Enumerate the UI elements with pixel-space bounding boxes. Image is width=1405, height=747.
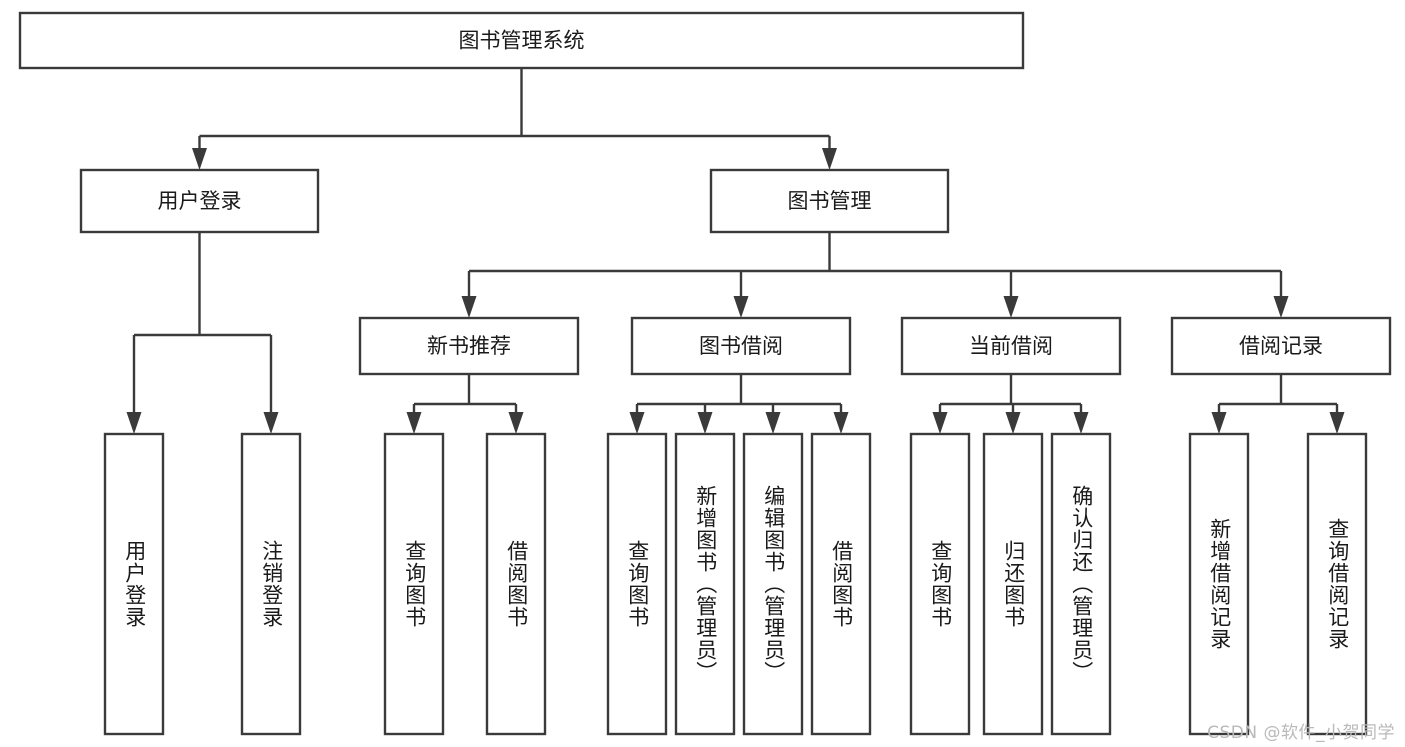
node-label-current-borrow: 当前借阅: [969, 334, 1053, 358]
arrow-head-icon-leaf-query-book-2: [629, 412, 645, 434]
arrow-head-icon-leaf-edit-book: [765, 412, 781, 434]
node-box-leaf-query-record[interactable]: [1306, 432, 1368, 736]
node-box-leaf-add-record[interactable]: [1188, 432, 1250, 736]
node-box-user-login[interactable]: [79, 168, 320, 234]
node-box-leaf-borrow-book-2[interactable]: [810, 432, 872, 736]
arrow-head-icon-leaf-borrow-book-1: [508, 412, 524, 434]
node-box-leaf-query-book-3[interactable]: [909, 432, 971, 736]
arrow-head-icon-leaf-query-book-1: [406, 412, 422, 434]
node-label-new-book-recommend: 新书推荐: [427, 334, 511, 358]
node-box-leaf-confirm-return[interactable]: [1050, 432, 1112, 736]
arrow-head-icon-user-login: [192, 148, 207, 170]
arrow-head-icon-leaf-user-login: [126, 412, 142, 434]
arrow-head-icon-borrow-record: [1273, 296, 1289, 318]
node-box-borrow-record[interactable]: [1170, 316, 1392, 376]
node-label-borrow-record: 借阅记录: [1239, 334, 1323, 358]
node-box-root[interactable]: [18, 11, 1025, 70]
watermark-text: CSDN @软件_小贺同学: [1207, 723, 1395, 743]
node-label-book-manage: 图书管理: [788, 189, 872, 213]
node-box-book-manage[interactable]: [709, 168, 950, 234]
node-label-book-borrow: 图书借阅: [699, 334, 783, 358]
box-layer: [18, 11, 1392, 736]
node-box-book-borrow[interactable]: [630, 316, 852, 376]
node-box-leaf-add-book[interactable]: [674, 432, 736, 736]
arrow-head-icon-leaf-confirm-return: [1073, 412, 1089, 434]
arrow-head-icon-leaf-add-record: [1211, 412, 1227, 434]
arrow-head-icon-new-book-recommend: [461, 296, 477, 318]
connector-layer: [126, 68, 1345, 434]
node-box-leaf-query-book-1[interactable]: [383, 432, 445, 736]
arrow-head-icon-book-borrow: [733, 296, 749, 318]
arrow-head-icon-leaf-borrow-book-2: [833, 412, 849, 434]
node-box-leaf-logout-login[interactable]: [240, 432, 302, 736]
node-box-leaf-query-book-2[interactable]: [606, 432, 668, 736]
arrow-head-icon-current-borrow: [1003, 296, 1019, 318]
arrow-head-icon-leaf-add-book: [697, 412, 713, 434]
node-box-new-book-recommend[interactable]: [358, 316, 580, 376]
node-box-leaf-edit-book[interactable]: [742, 432, 804, 736]
node-box-leaf-return-book[interactable]: [982, 432, 1044, 736]
arrow-head-icon-leaf-return-book: [1005, 412, 1021, 434]
node-label-user-login: 用户登录: [158, 189, 242, 213]
arrow-head-icon-leaf-query-book-3: [932, 412, 948, 434]
node-box-leaf-user-login[interactable]: [103, 432, 165, 736]
node-box-current-borrow[interactable]: [900, 316, 1122, 376]
node-box-leaf-borrow-book-1[interactable]: [485, 432, 547, 736]
arrow-head-icon-leaf-query-record: [1329, 412, 1345, 434]
node-label-root: 图书管理系统: [459, 29, 585, 53]
arrow-head-icon-leaf-logout-login: [263, 412, 279, 434]
arrow-head-icon-book-manage: [822, 148, 837, 170]
